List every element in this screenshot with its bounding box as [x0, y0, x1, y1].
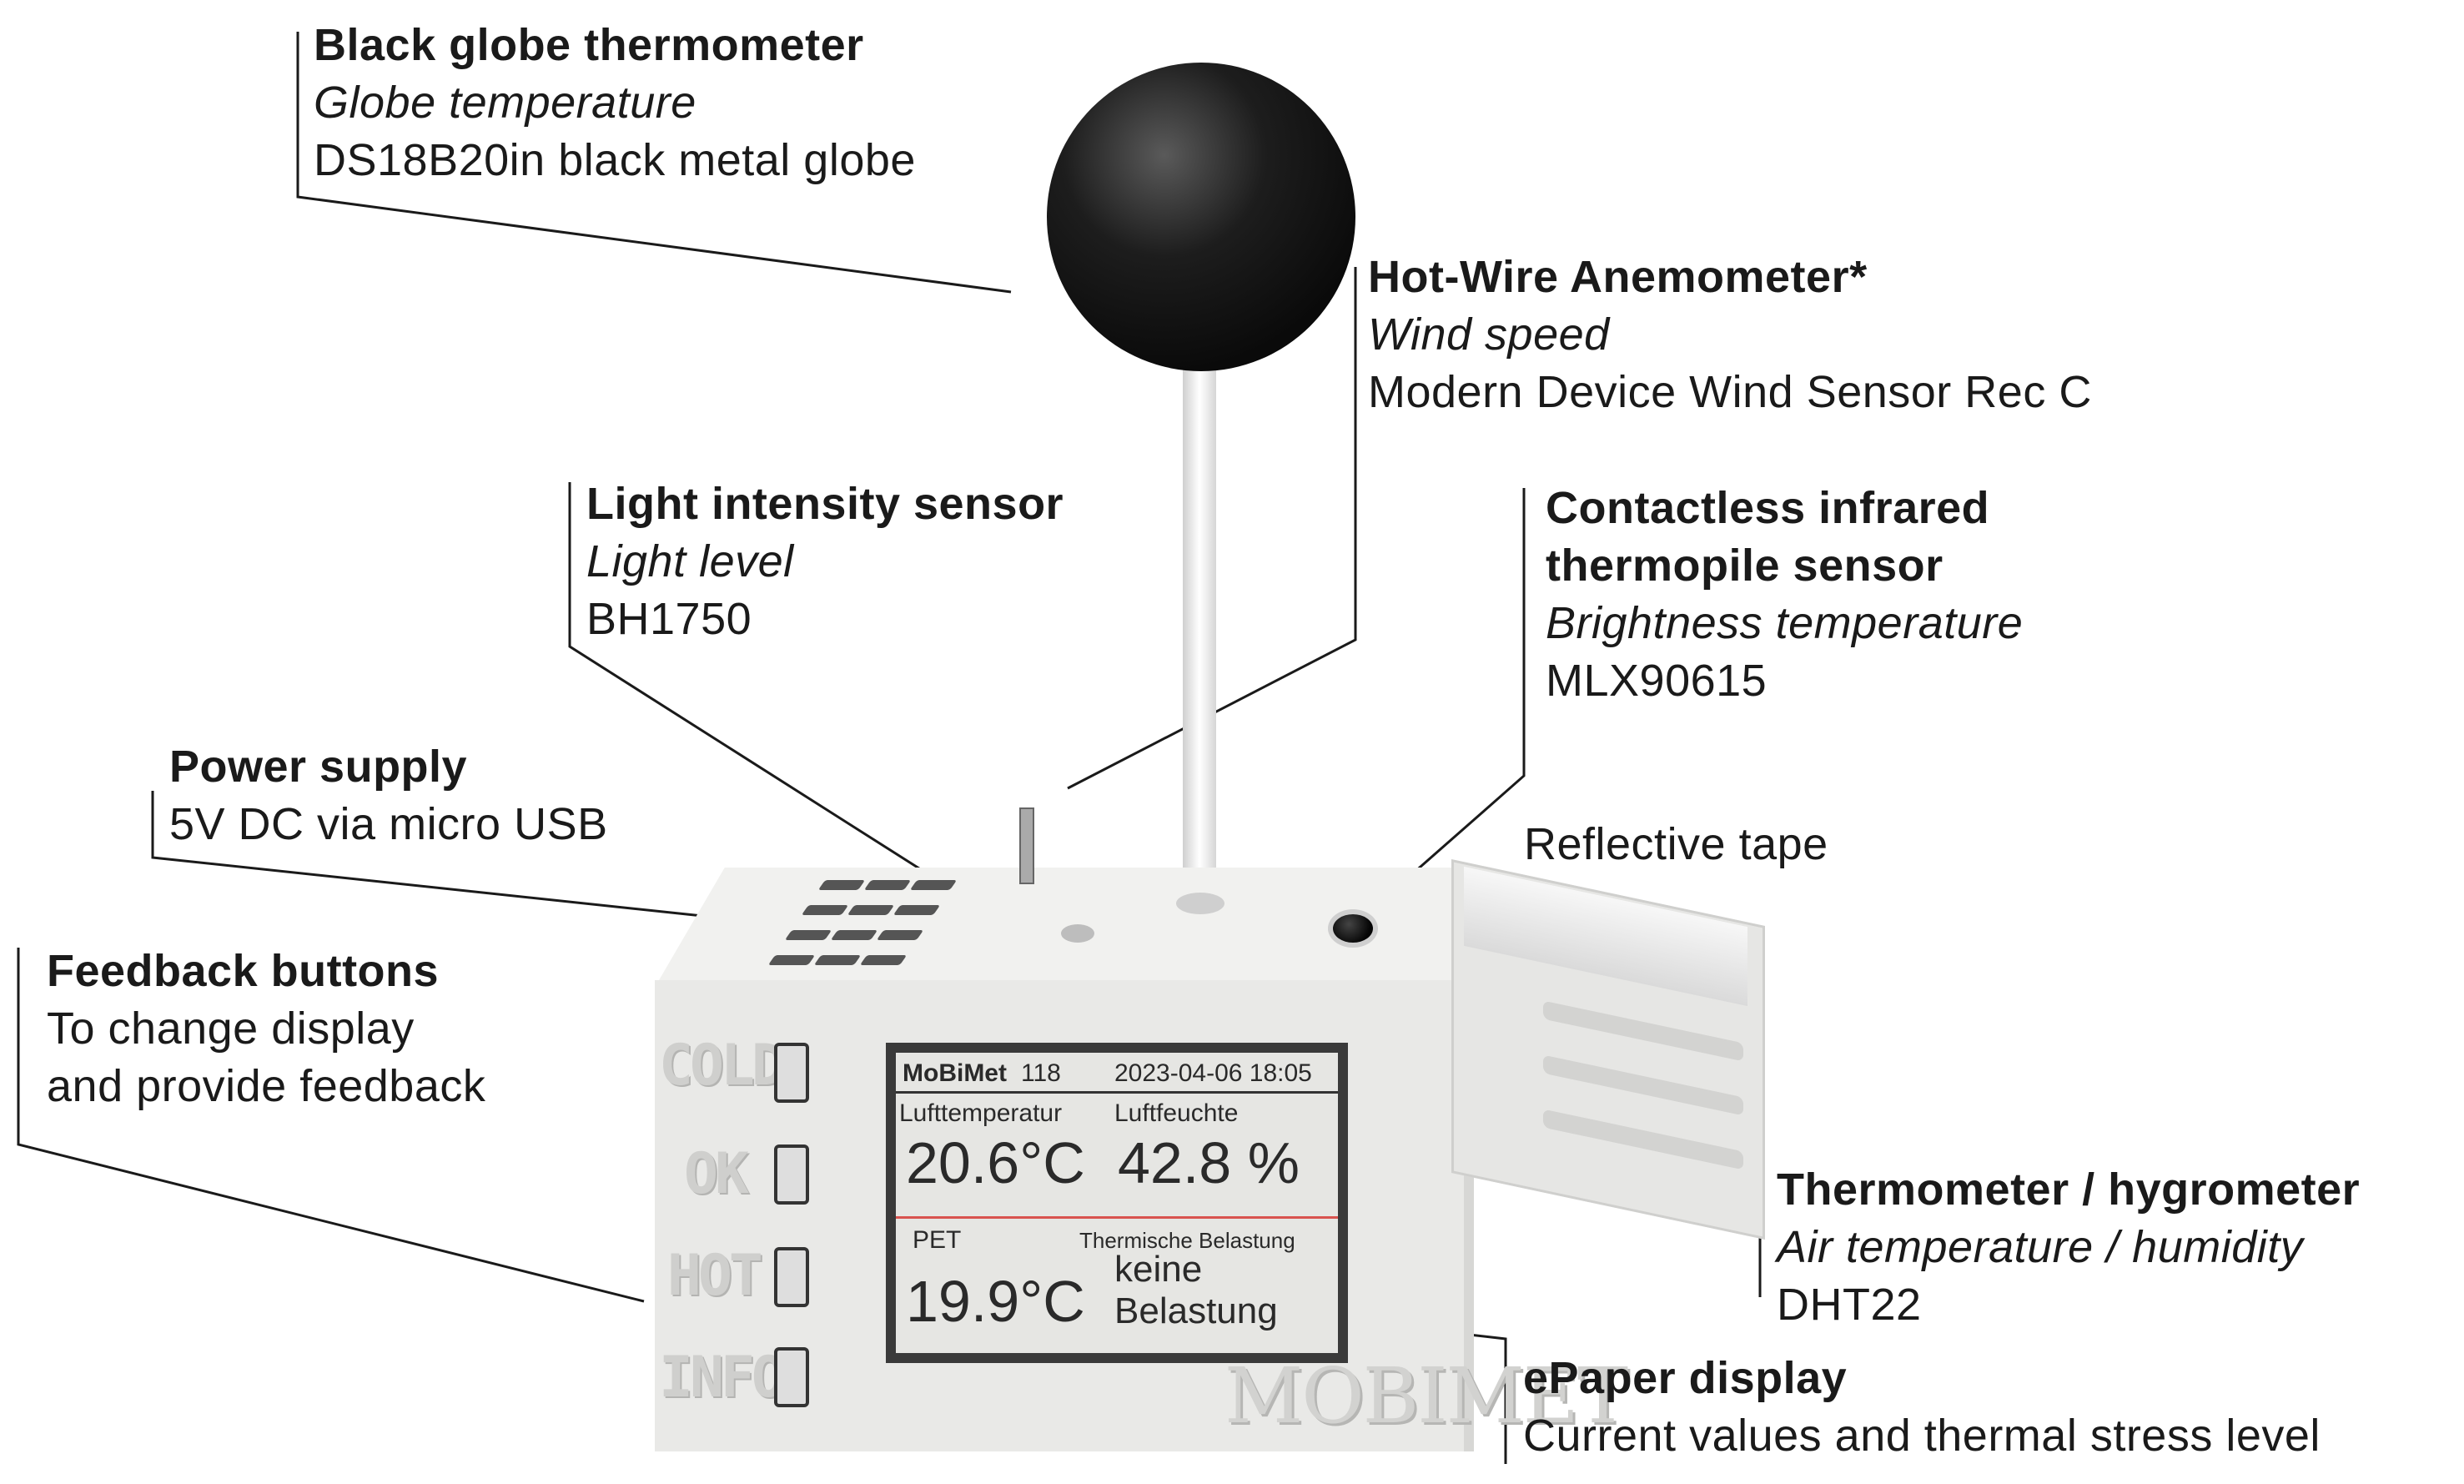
display-datetime: 2023-04-06 18:05 [1114, 1059, 1312, 1087]
display-stress-line1: keine [1114, 1249, 1203, 1290]
display-accent-divider [896, 1216, 1338, 1219]
callout-feedback-buttons: Feedback buttons To change display and p… [47, 943, 485, 1115]
callout-epaper-display: ePaper display Current values and therma… [1523, 1350, 2321, 1465]
button-label-cold: COLD [659, 1033, 786, 1099]
black-globe [1047, 63, 1355, 371]
callout-globe-thermometer: Black globe thermometer Globe temperatur… [314, 17, 916, 189]
display-air-temp: 20.6°C [906, 1130, 1085, 1195]
callout-title: Black globe thermometer [314, 20, 864, 70]
display-label-stress: Thermische Belastung [1079, 1228, 1295, 1253]
display-humidity: 42.8 % [1118, 1130, 1300, 1195]
callout-part: Current values and thermal stress level [1523, 1411, 2321, 1461]
callout-title: ePaper display [1523, 1353, 1848, 1403]
callout-title-line2: thermopile sensor [1546, 541, 1944, 591]
leader-anemometer [1067, 267, 1357, 790]
leader-light [568, 482, 1037, 944]
callout-part: MLX90615 [1546, 656, 1768, 706]
callout-title: Power supply [169, 742, 468, 792]
callout-title: Thermometer / hygrometer [1777, 1165, 2361, 1215]
callout-measure: Globe temperature [314, 78, 696, 128]
globe-rod [1183, 329, 1216, 909]
callout-infrared-sensor: Contactless infrared thermopile sensor B… [1546, 480, 2023, 710]
callout-reflective-tape: Reflective tape [1524, 816, 1828, 873]
callout-thermo-hygrometer: Thermometer / hygrometer Air temperature… [1777, 1161, 2360, 1334]
leader-infrared [1371, 488, 1526, 911]
display-label-pet: PET [913, 1226, 962, 1254]
cold-button[interactable] [774, 1043, 809, 1103]
callout-title-line1: Contactless infrared [1546, 483, 1990, 533]
leader-power [151, 791, 735, 921]
display-label-air-temp: Lufttemperatur [899, 1099, 1063, 1127]
leader-buttons [17, 948, 645, 1303]
callout-light-sensor: Light intensity sensor Light level BH175… [586, 475, 1064, 648]
display-device-name: MoBiMet [903, 1059, 1007, 1087]
brand-logo: MOBIMET [1224, 1351, 1628, 1441]
callout-title: Light intensity sensor [586, 479, 1064, 529]
callout-measure: Light level [586, 536, 794, 586]
epaper-screen: MoBiMet 118 2023-04-06 18:05 Lufttempera… [886, 1043, 1348, 1363]
callout-part: DS18B20in black metal globe [314, 135, 916, 185]
callout-anemometer: Hot-Wire Anemometer* Wind speed Modern D… [1368, 249, 2092, 421]
callout-line2: and provide feedback [47, 1061, 486, 1111]
leader-globe [296, 32, 1012, 294]
rod-base [1176, 893, 1224, 914]
light-sensor-port [1061, 924, 1094, 943]
display-divider [896, 1091, 1338, 1094]
callout-line1: To change display [47, 1004, 415, 1054]
callout-measure: Air temperature / humidity [1777, 1222, 2304, 1272]
light-sensor-tab [1019, 807, 1034, 884]
hot-button[interactable] [774, 1247, 809, 1307]
callout-part: Modern Device Wind Sensor Rec C [1368, 367, 2092, 417]
callout-part: 5V DC via micro USB [169, 799, 608, 849]
infrared-sensor-lens [1328, 909, 1378, 948]
callout-measure: Wind speed [1368, 309, 1610, 360]
button-label-ok: OK [684, 1141, 749, 1207]
callout-title: Reflective tape [1524, 819, 1828, 869]
callout-part: BH1750 [586, 594, 752, 644]
display-pet: 19.9°C [906, 1269, 1085, 1334]
callout-power-supply: Power supply 5V DC via micro USB [169, 738, 608, 853]
callout-title: Feedback buttons [47, 946, 440, 996]
button-label-hot: HOT [667, 1243, 763, 1309]
display-stress-line2: Belastung [1114, 1290, 1278, 1331]
callout-title: Hot-Wire Anemometer* [1368, 252, 1868, 302]
callout-measure: Brightness temperature [1546, 598, 2024, 648]
info-button[interactable] [774, 1347, 809, 1407]
display-device-id: 118 [1021, 1059, 1061, 1087]
ok-button[interactable] [774, 1144, 809, 1205]
button-label-info: INFO [659, 1345, 786, 1411]
callout-part: DHT22 [1777, 1280, 1922, 1330]
display-label-humidity: Luftfeuchte [1114, 1099, 1239, 1127]
